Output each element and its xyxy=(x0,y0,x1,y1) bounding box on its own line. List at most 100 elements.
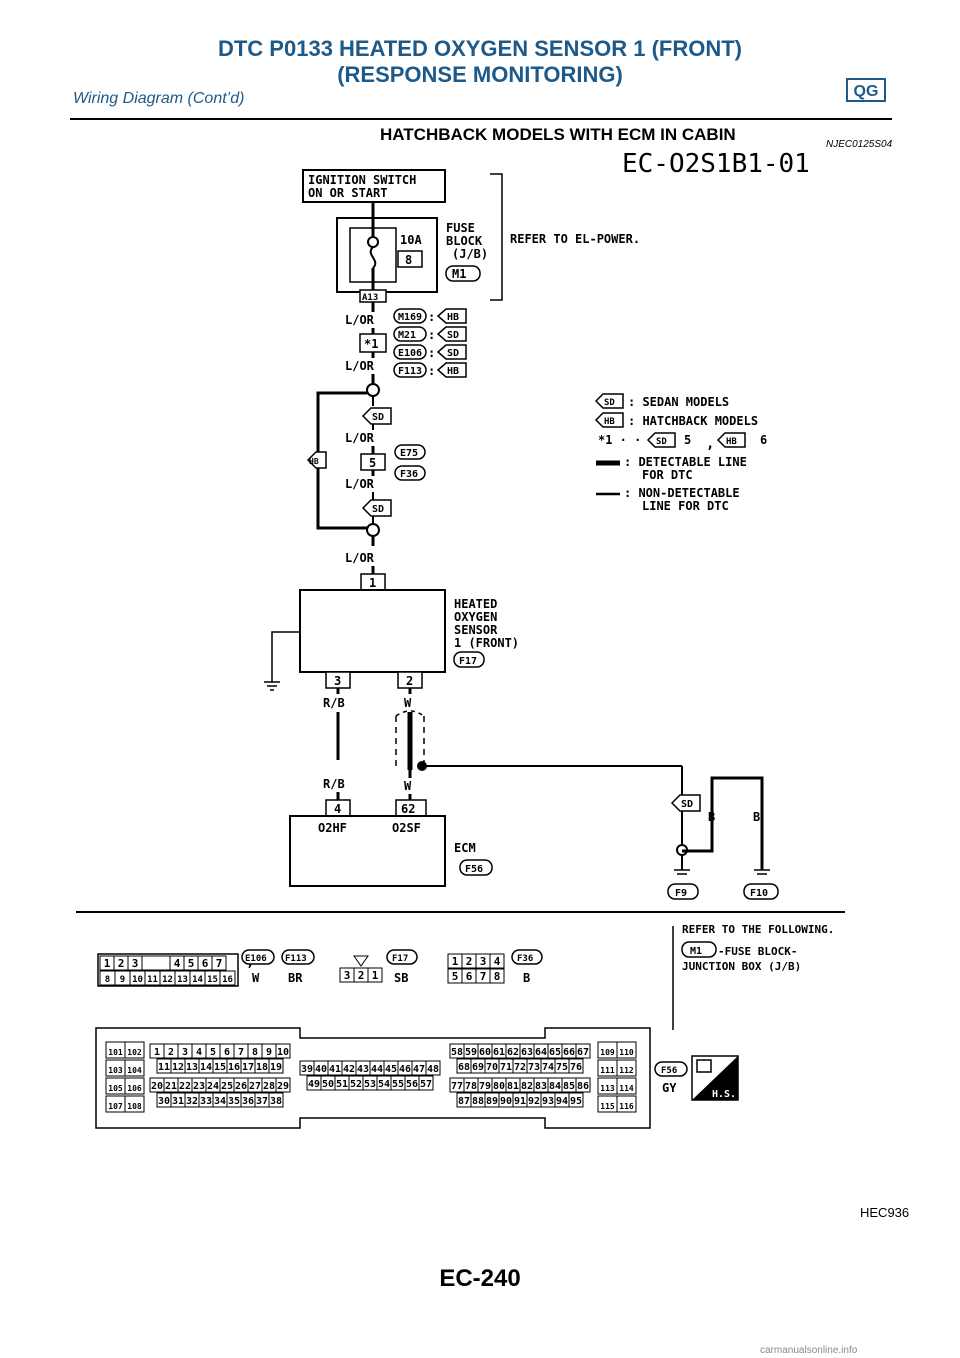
conn-color-b: B xyxy=(523,971,530,985)
svg-text::: : xyxy=(428,346,435,360)
f36-pin-4: 4 xyxy=(494,955,501,968)
sd-tag-3: SD xyxy=(681,799,693,810)
ecm-pin-52: 52 xyxy=(350,1079,362,1090)
fuse-block-connector: M1 xyxy=(452,267,466,281)
ecm-connector: F56 xyxy=(465,864,483,875)
ecm-pin-13: 13 xyxy=(186,1062,198,1073)
ecm-pin-51: 51 xyxy=(336,1079,348,1090)
terminal-icon xyxy=(696,1059,712,1073)
ecm-pin-71: 71 xyxy=(500,1062,512,1073)
ecm-pin-6: 6 xyxy=(224,1047,230,1058)
ecm-pin-41: 41 xyxy=(329,1064,341,1075)
c16-pin-14: 14 xyxy=(192,975,203,985)
legend-nondetectable-1: : NON-DETECTABLE xyxy=(624,486,740,500)
f36-pin-1: 1 xyxy=(452,955,459,968)
ecm-pin-68: 68 xyxy=(458,1062,470,1073)
ecm-pin-38: 38 xyxy=(270,1096,282,1107)
c16-pin-7: 7 xyxy=(216,957,223,970)
f36-pin-6: 6 xyxy=(466,970,473,983)
ecm-left-pin-105: 105 xyxy=(108,1084,123,1093)
fuse-amp: 10A xyxy=(400,233,422,247)
wire-w-2: W xyxy=(404,779,412,793)
ecm-pin-25: 25 xyxy=(221,1081,233,1092)
diagram-id: EC-O2S1B1-01 xyxy=(622,149,810,179)
c16-pin-9: 9 xyxy=(120,975,125,985)
wire-lor-2: L/OR xyxy=(345,359,375,373)
ecm-pin-22: 22 xyxy=(179,1081,191,1092)
conn-tag-f113: F113 xyxy=(398,366,422,377)
fuse-block-label-2: BLOCK xyxy=(446,234,483,248)
ecm-pin-57: 57 xyxy=(420,1079,432,1090)
ecm-pin-48-cell xyxy=(425,1060,441,1076)
c16-pin-12: 12 xyxy=(162,975,173,985)
page-subtitle: Wiring Diagram (Cont’d) xyxy=(73,90,245,107)
page-title-line1: DTC P0133 HEATED OXYGEN SENSOR 1 (FRONT) xyxy=(217,36,742,61)
conn-tag-e106: E106 xyxy=(398,348,422,359)
conn-variant-1: HB xyxy=(447,312,459,323)
conn-f36: F36 xyxy=(400,469,418,480)
ecm-pin-64: 64 xyxy=(535,1047,547,1058)
ecm-pin-26: 26 xyxy=(235,1081,247,1092)
svg-text::: : xyxy=(428,328,435,342)
sensor-label-1: HEATED xyxy=(454,597,497,611)
ecm-o2hf: O2HF xyxy=(318,821,347,835)
ecm-right-pin-112-cell xyxy=(616,1059,637,1077)
ecm-pin-49: 49 xyxy=(308,1079,320,1090)
ecm-right-pin-110-cell xyxy=(616,1041,637,1059)
ecm-left-pin-106: 106 xyxy=(127,1084,142,1093)
legend-star-hb: 6 xyxy=(760,433,767,447)
ecm-pin-34: 34 xyxy=(214,1096,226,1107)
conn-e75: E75 xyxy=(400,448,418,459)
ecm-pin-86-cell xyxy=(575,1077,591,1093)
sensor-label-4: 1 (FRONT) xyxy=(454,636,519,650)
wire-b-1: B xyxy=(708,810,715,824)
f17-key-icon xyxy=(353,955,369,967)
ecm-pin-17: 17 xyxy=(242,1062,254,1073)
ecm-pin-90: 90 xyxy=(500,1096,512,1107)
ecm-pin-50: 50 xyxy=(322,1079,334,1090)
svg-text::: : xyxy=(428,364,435,378)
sd-tag-2: SD xyxy=(372,504,384,515)
hs-badge xyxy=(691,1055,739,1101)
wire-lor-5: L/OR xyxy=(345,551,375,565)
ecm-pin-32: 32 xyxy=(186,1096,198,1107)
legend-hb-tag: HB xyxy=(604,417,615,427)
ecm-pin-48: 48 xyxy=(427,1064,439,1075)
sensor-pin-1: 1 xyxy=(369,576,376,590)
ecm-pin-89: 89 xyxy=(486,1096,498,1107)
ecm-right-pin-113: 113 xyxy=(600,1084,615,1093)
ecm-pin-31: 31 xyxy=(172,1096,184,1107)
ecm-pin-92: 92 xyxy=(528,1096,540,1107)
ecm-pin-95: 95 xyxy=(570,1096,582,1107)
ecm-pin-20: 20 xyxy=(151,1081,163,1092)
ecm-pin-85: 85 xyxy=(563,1081,575,1092)
ecm-pin-67: 67 xyxy=(577,1047,589,1058)
ecm-pin-35: 35 xyxy=(228,1096,240,1107)
f17-pin-2: 2 xyxy=(358,969,365,982)
conn-variant-2: SD xyxy=(447,330,459,341)
ecm-pin-15: 15 xyxy=(214,1062,226,1073)
ecm-right-pin-114: 114 xyxy=(619,1084,634,1093)
ecm-pin-19-cell xyxy=(268,1058,284,1074)
f17-pin-1-cell xyxy=(367,967,383,983)
legend-star-sd: 5 xyxy=(684,433,691,447)
ecm-pin-62: 62 xyxy=(401,802,415,816)
ecm-pin-56: 56 xyxy=(406,1079,418,1090)
ecm-pin-16: 16 xyxy=(228,1062,240,1073)
ecm-pin-77: 77 xyxy=(451,1081,463,1092)
f36-pin-8-cell xyxy=(489,968,505,984)
ecm-right-pin-111: 111 xyxy=(600,1066,615,1075)
ecm-pin-57-cell xyxy=(418,1075,434,1091)
ecm-right-pin-114-cell xyxy=(616,1077,637,1095)
legend-nondetectable-2: LINE FOR DTC xyxy=(642,499,729,513)
legend-sd-tag: SD xyxy=(604,398,615,408)
ecm-pin-65: 65 xyxy=(549,1047,561,1058)
conn-color-br: BR xyxy=(288,971,303,985)
ecm-pin-21: 21 xyxy=(165,1081,177,1092)
conn-f56-face: F56 xyxy=(661,1066,677,1076)
legend-star-hb-tag: HB xyxy=(726,437,737,447)
ecm-pin-84: 84 xyxy=(549,1081,561,1092)
ecm-pin-83: 83 xyxy=(535,1081,547,1092)
f36-pin-4-cell xyxy=(489,953,505,969)
